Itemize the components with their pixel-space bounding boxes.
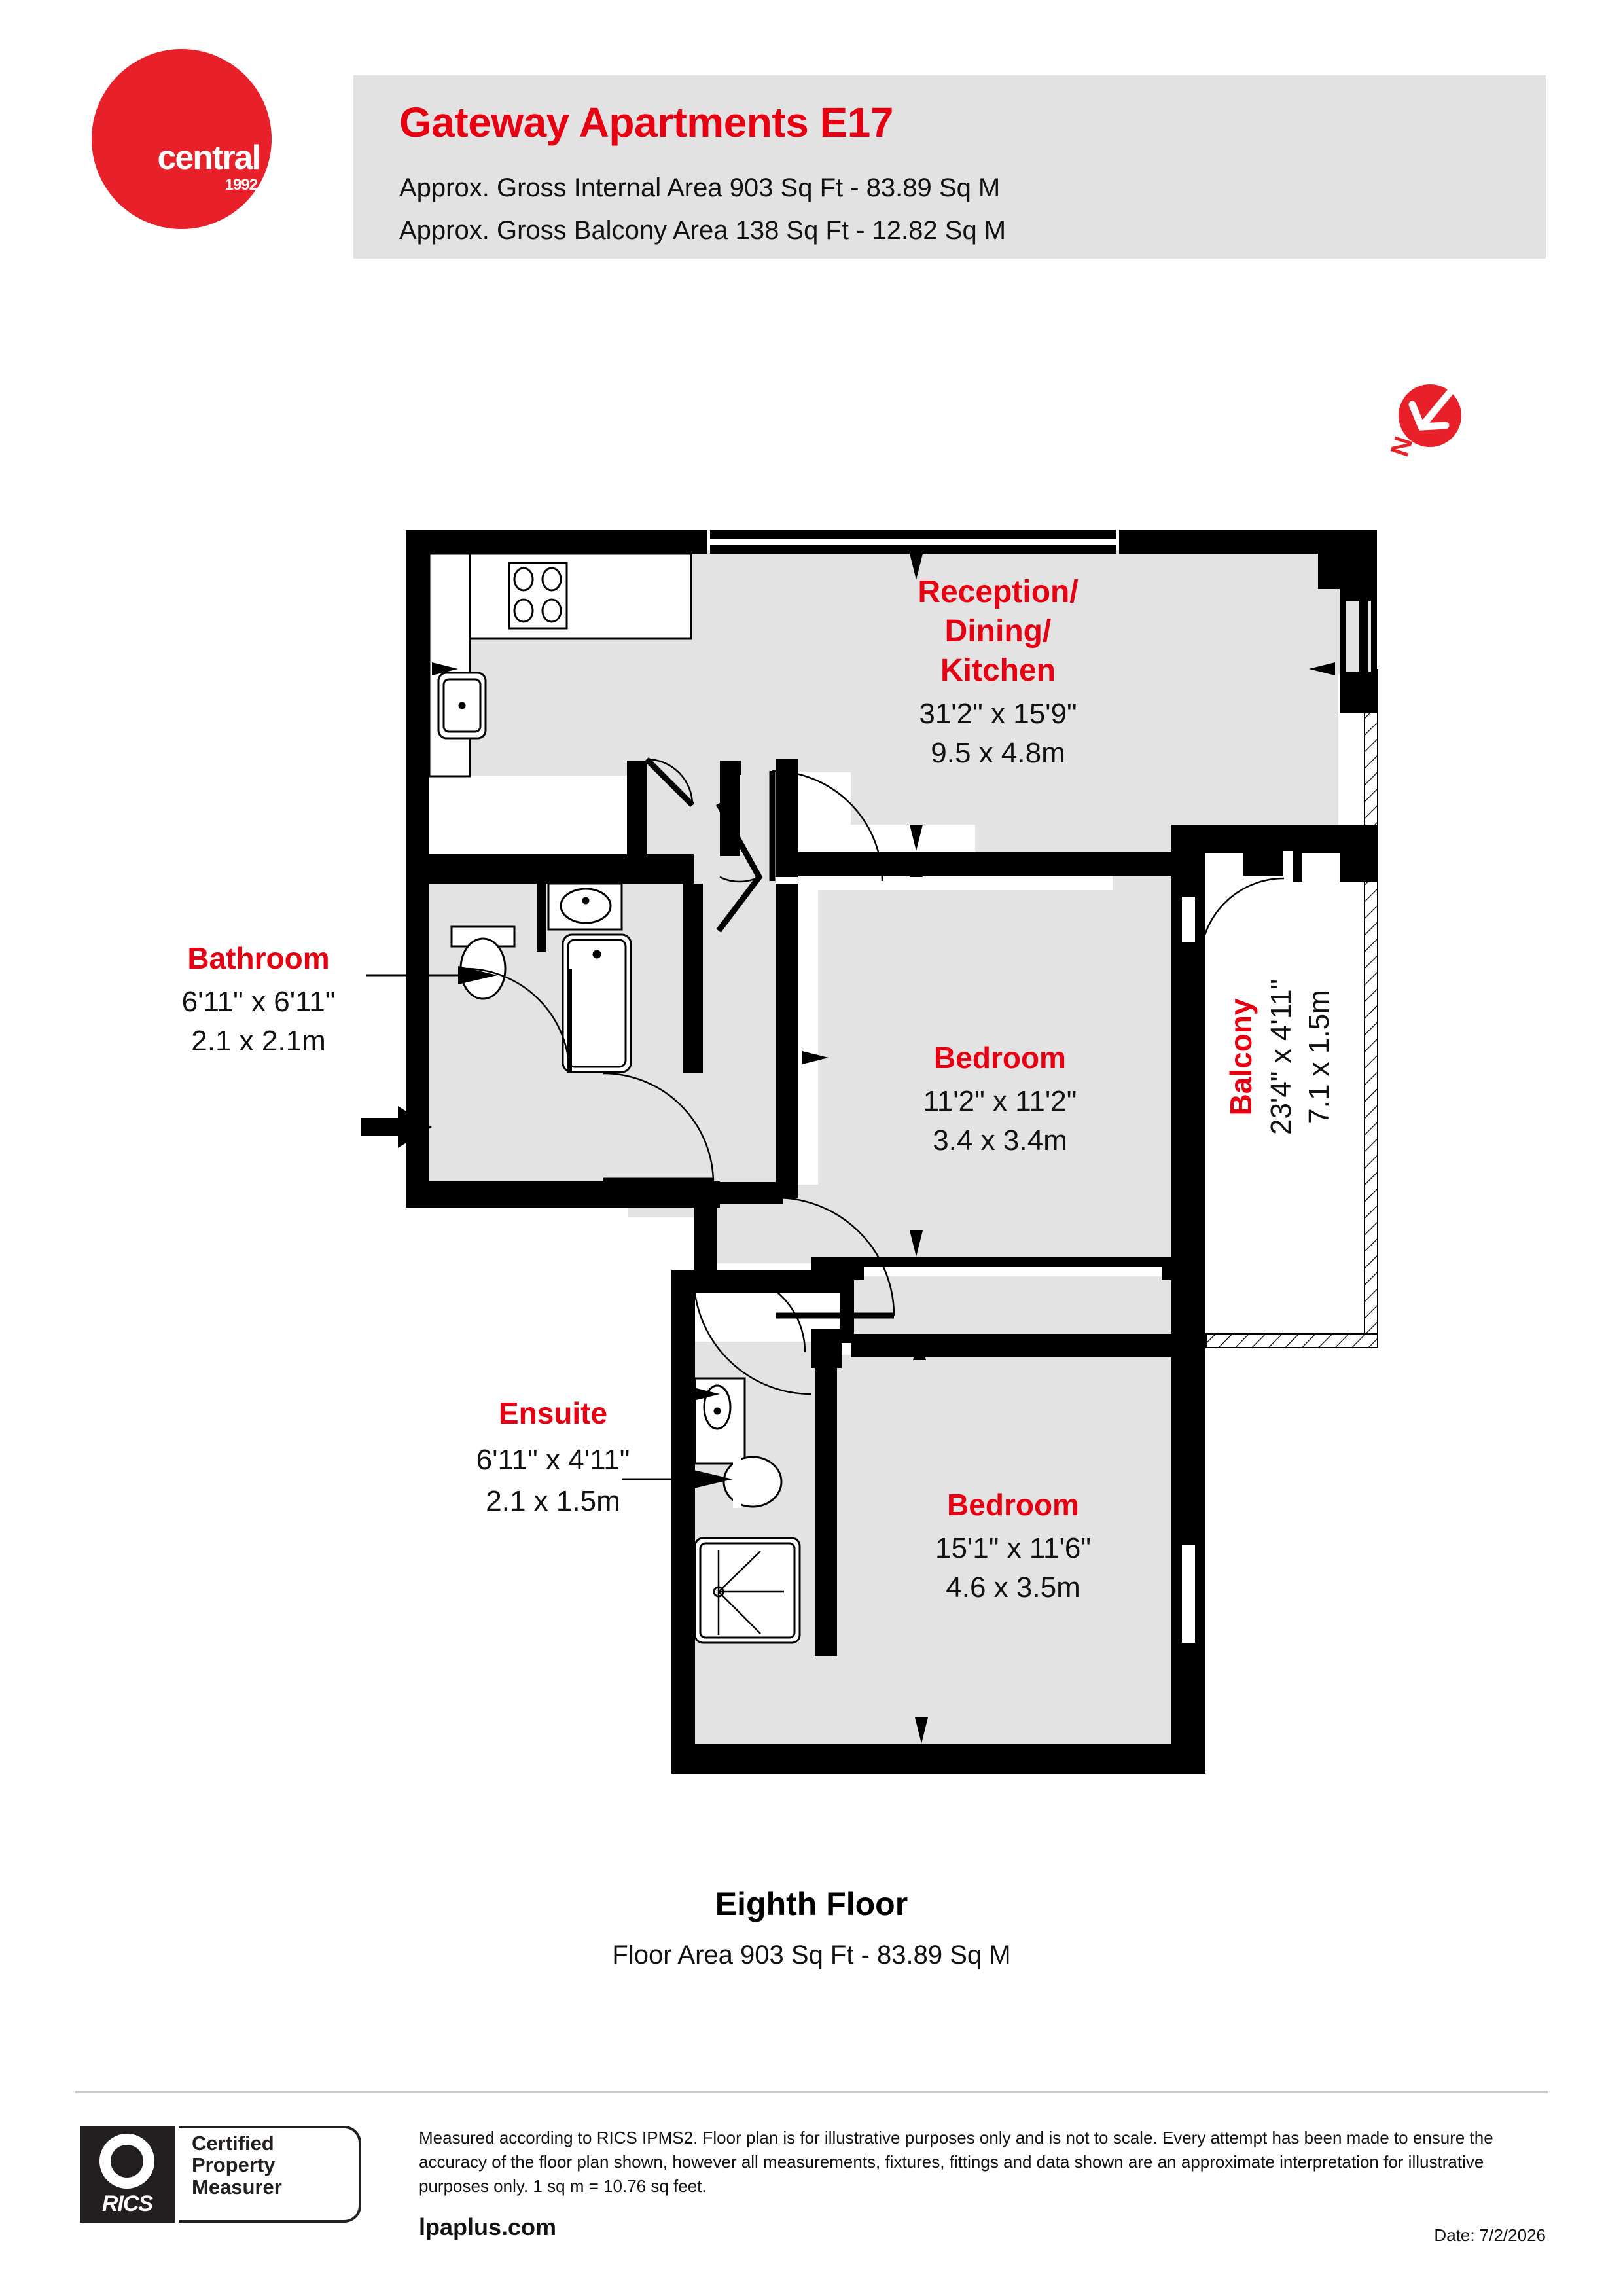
bedroom2-dim-imperial: 15'1" x 11'6" <box>935 1532 1091 1564</box>
ensuite-wc-icon <box>722 1456 783 1508</box>
north-arrow-icon: N <box>1385 384 1461 460</box>
rics-cert-text: Certified Property Measurer <box>192 2132 355 2198</box>
rics-certified-badge: RICS Certified Property Measurer <box>80 2126 361 2223</box>
walls <box>406 530 1377 1774</box>
rics-cert-line-3: Measurer <box>192 2175 282 2198</box>
shower-icon <box>694 1537 801 1644</box>
bedroom1-dim-imperial: 11'2" x 11'2" <box>923 1085 1077 1117</box>
footer-divider <box>75 2091 1548 2093</box>
balcony-dim-metric: 7.1 x 1.5m <box>1303 990 1335 1124</box>
hob-icon <box>508 562 568 630</box>
balcony-label: Balcony <box>1224 998 1258 1115</box>
rics-cert-line-1: Certified <box>192 2132 274 2155</box>
bathroom-dim-metric: 2.1 x 2.1m <box>191 1025 325 1057</box>
rics-wordmark: RICS <box>101 2191 153 2216</box>
website-link[interactable]: lpaplus.com <box>419 2214 557 2240</box>
ensuite-dim-imperial: 6'11" x 4'11" <box>476 1444 630 1476</box>
bathroom-label: Bathroom <box>187 941 329 975</box>
rics-light-panel: Certified Property Measurer <box>179 2126 361 2223</box>
document-date: Date: 7/2/2026 <box>1434 2225 1546 2245</box>
ensuite-dim-metric: 2.1 x 1.5m <box>486 1485 620 1517</box>
floor-name: Eighth Floor <box>715 1886 908 1922</box>
fixtures <box>428 552 801 1644</box>
rics-dark-panel: RICS <box>80 2126 175 2223</box>
reception-label-line1: Reception/ <box>918 575 1078 609</box>
bathtub-icon <box>562 933 632 1073</box>
brand-year: 1992 <box>224 176 258 194</box>
room-label-bathroom: Bathroom 6'11" x 6'11" 2.1 x 2.1m <box>182 941 336 1057</box>
bedroom2-dim-metric: 4.6 x 3.5m <box>946 1571 1080 1604</box>
bedroom1-label: Bedroom <box>934 1041 1066 1075</box>
balcony-dim-imperial: 23'4" x 4'11" <box>1265 979 1297 1135</box>
door-swings <box>464 757 1285 1395</box>
disclaimer-text: Measured according to RICS IPMS2. Floor … <box>419 2128 1493 2196</box>
rics-lion-icon <box>99 2134 154 2189</box>
page-title: Gateway Apartments E17 <box>399 99 893 146</box>
reception-dim-imperial: 31'2" x 15'9" <box>919 698 1077 730</box>
header-band <box>353 75 1546 259</box>
gross-balcony-area-text: Approx. Gross Balcony Area 138 Sq Ft - 1… <box>399 216 1007 245</box>
bathroom-dim-imperial: 6'11" x 6'11" <box>182 986 336 1018</box>
floor-plan: N <box>0 367 1623 1898</box>
room-label-ensuite: Ensuite 6'11" x 4'11" 2.1 x 1.5m <box>476 1396 630 1517</box>
room-label-bedroom-1: Bedroom 11'2" x 11'2" 3.4 x 3.4m <box>923 1041 1077 1157</box>
room-label-reception: Reception/ Dining/ Kitchen 31'2" x 15'9"… <box>918 575 1078 769</box>
floor-area: Floor Area 903 Sq Ft - 83.89 Sq M <box>612 1941 1011 1969</box>
dimension-markers <box>361 554 1335 1744</box>
sink-icon <box>437 672 487 740</box>
reception-label-line2: Dining/ <box>945 614 1052 649</box>
bedroom1-dim-metric: 3.4 x 3.4m <box>933 1124 1067 1157</box>
rics-cert-line-2: Property <box>192 2153 276 2177</box>
brand-logo: central 1992 <box>92 49 272 229</box>
room-label-balcony: Balcony 23'4" x 4'11" 7.1 x 1.5m <box>1224 979 1335 1135</box>
reception-label-line3: Kitchen <box>940 653 1056 688</box>
reception-dim-metric: 9.5 x 4.8m <box>931 737 1065 769</box>
room-label-bedroom-2: Bedroom 15'1" x 11'6" 4.6 x 3.5m <box>935 1488 1091 1604</box>
gross-internal-area-text: Approx. Gross Internal Area 903 Sq Ft - … <box>399 173 1001 202</box>
brand-name: central <box>157 139 261 177</box>
ensuite-label: Ensuite <box>499 1396 607 1430</box>
basin-icon <box>547 882 623 931</box>
bedroom2-label: Bedroom <box>947 1488 1079 1522</box>
